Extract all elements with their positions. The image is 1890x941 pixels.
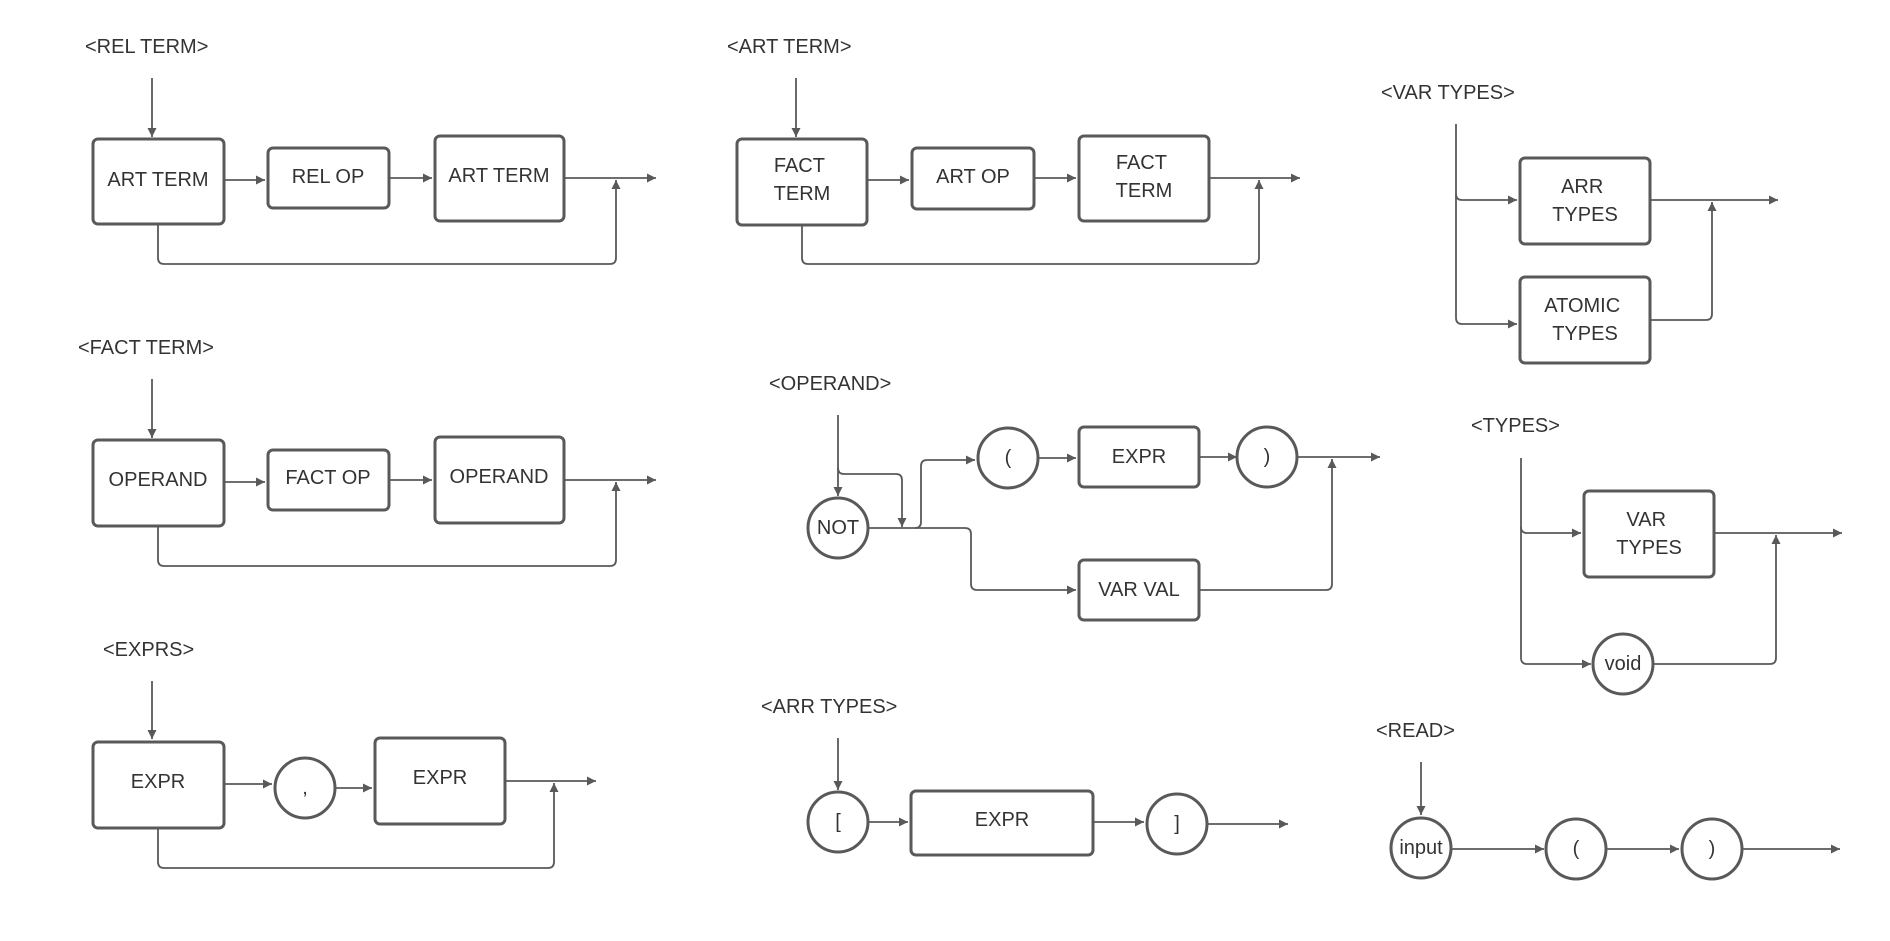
rel-term-node-art-term-1 bbox=[91, 137, 226, 226]
operand-node-lparen bbox=[976, 426, 1040, 490]
operand-node-var-val bbox=[1077, 558, 1201, 622]
art-term-node-fact-term-1 bbox=[735, 137, 869, 227]
art-term-text-0-line2: TERM bbox=[774, 183, 831, 205]
read-diagram: <READ> input ( ) bbox=[1376, 720, 1840, 881]
read-node-lparen bbox=[1544, 817, 1608, 881]
var-types-text-0-line2: TYPES bbox=[1552, 204, 1618, 226]
arr-types-node-lbracket bbox=[806, 790, 870, 854]
art-term-text-0: FACT TERM bbox=[774, 155, 831, 205]
var-types-text-0-line1: ARR bbox=[1561, 176, 1603, 198]
var-types-diagram: <VAR TYPES> ARR TYPES ATOMIC TYPES bbox=[1381, 82, 1778, 365]
operand-diagram: <OPERAND> NOT ( EXPR ) VAR VAL bbox=[769, 373, 1380, 622]
operand-node-not bbox=[806, 496, 870, 560]
types-node-var-types bbox=[1582, 489, 1716, 579]
rel-term-node-rel-op bbox=[266, 146, 391, 210]
var-types-title: <VAR TYPES> bbox=[1381, 82, 1515, 104]
exprs-node-expr-2 bbox=[373, 736, 507, 826]
arr-types-text-1: EXPR bbox=[975, 809, 1029, 831]
read-node-input bbox=[1389, 816, 1453, 880]
operand-text-1: ( bbox=[1005, 447, 1012, 469]
var-types-text-0: ARR TYPES bbox=[1552, 176, 1618, 226]
read-text-1: ( bbox=[1573, 838, 1580, 860]
arr-types-node-rbracket bbox=[1145, 792, 1209, 856]
art-term-node-art-op bbox=[910, 146, 1036, 211]
art-term-text-2-line1: FACT bbox=[1116, 152, 1167, 174]
fact-term-node-operand-1 bbox=[91, 438, 226, 528]
fact-term-text-2: OPERAND bbox=[450, 466, 549, 488]
exprs-node-expr-1 bbox=[91, 740, 226, 830]
types-text-0-line1: VAR bbox=[1626, 509, 1666, 531]
types-text-1: void bbox=[1605, 653, 1642, 675]
art-term-text-2-line2: TERM bbox=[1116, 180, 1173, 202]
var-types-node-atomic-types bbox=[1518, 275, 1652, 365]
arr-types-text-0: [ bbox=[835, 811, 841, 833]
arr-types-node-expr bbox=[909, 789, 1095, 857]
fact-term-node-operand-2 bbox=[433, 435, 566, 525]
art-term-node-fact-term-2 bbox=[1077, 134, 1211, 223]
rel-term-text-1: REL OP bbox=[292, 166, 365, 188]
fact-term-node-fact-op bbox=[266, 448, 391, 512]
operand-node-expr bbox=[1077, 425, 1201, 489]
var-types-text-1: ATOMIC TYPES bbox=[1544, 295, 1626, 345]
read-title: <READ> bbox=[1376, 720, 1455, 742]
exprs-text-2: EXPR bbox=[413, 767, 467, 789]
read-text-2: ) bbox=[1709, 838, 1716, 860]
types-text-0-line2: TYPES bbox=[1616, 537, 1682, 559]
exprs-title: <EXPRS> bbox=[103, 639, 194, 661]
operand-title: <OPERAND> bbox=[769, 373, 891, 395]
rel-term-title: <REL TERM> bbox=[85, 36, 208, 58]
types-node-void bbox=[1591, 632, 1655, 696]
var-types-node-arr-types bbox=[1518, 156, 1652, 246]
arr-types-title: <ARR TYPES> bbox=[761, 696, 897, 718]
art-term-text-2: FACT TERM bbox=[1116, 152, 1173, 202]
operand-node-rparen bbox=[1235, 425, 1299, 489]
fact-term-title: <FACT TERM> bbox=[78, 337, 214, 359]
arr-types-text-2: ] bbox=[1174, 813, 1180, 835]
var-types-text-1-line2: TYPES bbox=[1552, 323, 1618, 345]
art-term-title: <ART TERM> bbox=[727, 36, 852, 58]
var-types-text-1-line1: ATOMIC bbox=[1544, 295, 1620, 317]
exprs-diagram: <EXPRS> EXPR , EXPR bbox=[91, 639, 596, 869]
fact-term-diagram: <FACT TERM> OPERAND FACT OP OPERAND bbox=[78, 337, 656, 567]
rel-term-node-art-term-2 bbox=[433, 134, 566, 223]
read-text-0: input bbox=[1399, 837, 1443, 859]
exprs-text-1: , bbox=[302, 777, 308, 799]
fact-term-text-1: FACT OP bbox=[285, 467, 370, 489]
art-term-diagram: <ART TERM> FACT TERM ART OP FACT TERM bbox=[727, 36, 1300, 265]
types-diagram: <TYPES> VAR TYPES void bbox=[1471, 415, 1842, 696]
rel-term-text-2: ART TERM bbox=[448, 165, 549, 187]
operand-text-2: EXPR bbox=[1112, 446, 1166, 468]
operand-text-4: VAR VAL bbox=[1098, 579, 1180, 601]
types-text-0: VAR TYPES bbox=[1616, 509, 1682, 559]
read-node-rparen bbox=[1680, 817, 1744, 881]
types-title: <TYPES> bbox=[1471, 415, 1560, 437]
exprs-text-0: EXPR bbox=[131, 771, 185, 793]
fact-term-text-0: OPERAND bbox=[109, 469, 208, 491]
rel-term-text-0: ART TERM bbox=[107, 169, 208, 191]
art-term-text-0-line1: FACT bbox=[774, 155, 825, 177]
rel-term-diagram: <REL TERM> ART TERM REL OP ART TERM bbox=[85, 36, 656, 265]
art-term-text-1: ART OP bbox=[936, 166, 1010, 188]
exprs-node-comma bbox=[273, 756, 337, 820]
operand-text-0: NOT bbox=[817, 517, 859, 539]
operand-text-3: ) bbox=[1264, 446, 1271, 468]
arr-types-diagram: <ARR TYPES> [ EXPR ] bbox=[761, 696, 1288, 857]
